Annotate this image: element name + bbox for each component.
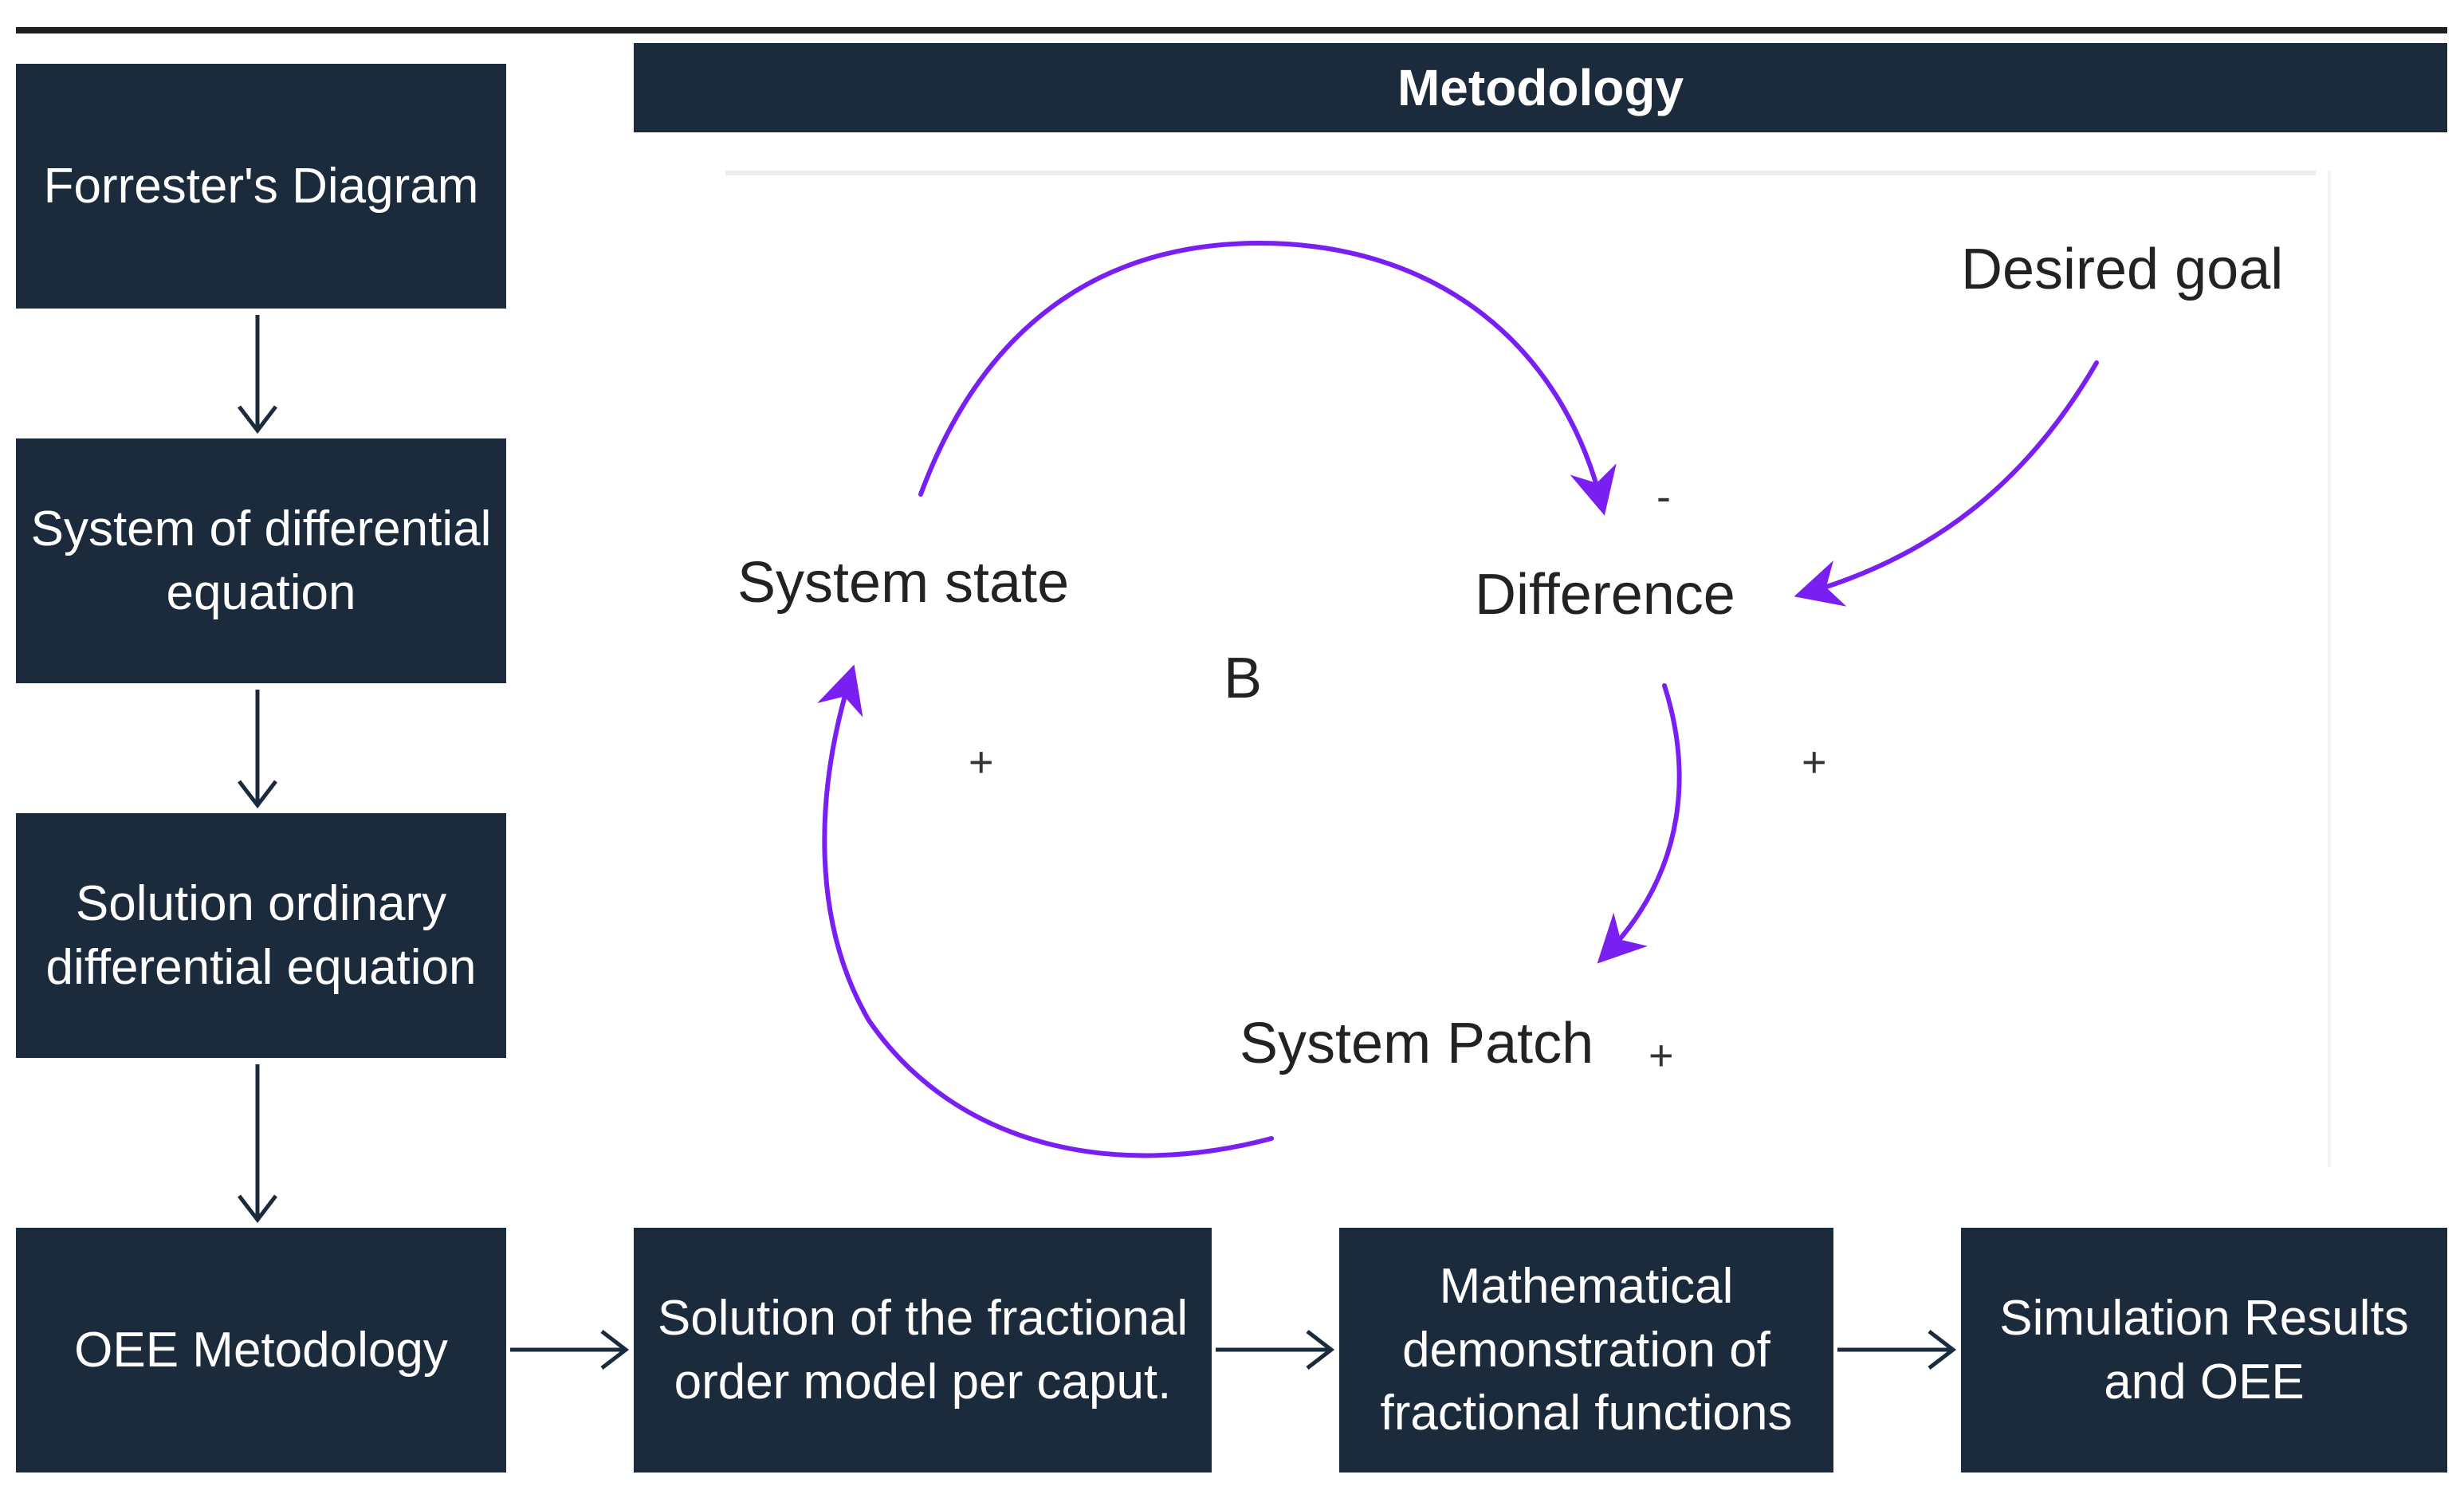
loop-arrow-goal-to-difference — [1794, 360, 2099, 607]
flow-arrow-1-head — [238, 405, 277, 434]
sign-plus-left: + — [969, 738, 994, 786]
box-fractional-order-model: Solution of the fractional order model p… — [634, 1228, 1212, 1473]
sign-plus-patch: + — [1649, 1032, 1674, 1079]
panel-top-edge — [725, 171, 2316, 175]
flow-arrow-4-head — [600, 1330, 630, 1370]
flow-arrow-2-head — [238, 780, 277, 809]
top-rule — [16, 27, 2447, 33]
node-system-patch: System Patch — [1240, 1012, 1594, 1075]
box-oee-metodology: OEE Metodology — [16, 1228, 506, 1473]
panel-right-edge — [2328, 171, 2331, 1167]
node-difference: Difference — [1475, 563, 1735, 627]
loop-arrow-patch-to-state — [817, 664, 1274, 1158]
sign-plus-right: + — [1802, 738, 1827, 786]
loop-arrow-difference-to-patch — [1597, 683, 1682, 964]
node-desired-goal: Desired goal — [1961, 238, 2284, 301]
box-forresters-diagram: Forrester's Diagram — [16, 64, 506, 309]
box-solution-ordinary-differential-equation: Solution ordinary differential equation — [16, 813, 506, 1058]
flow-arrow-6-head — [1928, 1330, 1957, 1370]
methodology-banner: Metodology — [634, 43, 2447, 132]
loop-label-balancing: B — [1224, 647, 1263, 710]
node-system-state: System state — [737, 551, 1070, 615]
box-mathematical-demonstration: Mathematical demonstration of fractional… — [1339, 1228, 1833, 1473]
loop-arrow-state-to-difference — [918, 240, 1617, 516]
box-system-differential-equation: System of differential equation — [16, 438, 506, 683]
banner-title: Metodology — [1397, 59, 1684, 116]
flow-arrow-3-head — [238, 1194, 277, 1224]
flow-arrow-5-head — [1306, 1330, 1335, 1370]
sign-minus: - — [1656, 473, 1671, 521]
box-simulation-results-oee: Simulation Results and OEE — [1961, 1228, 2447, 1473]
